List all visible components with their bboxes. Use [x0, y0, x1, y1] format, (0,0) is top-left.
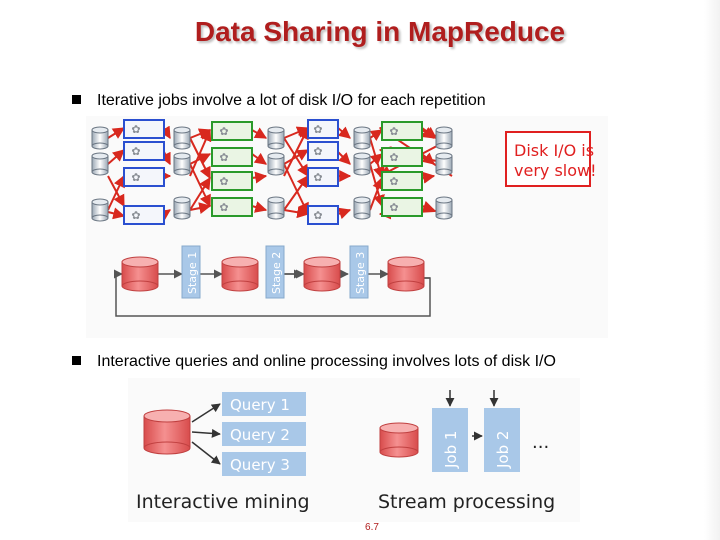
- iterative-diagram: ✿ ✿ ✿ ✿ ✿ ✿ ✿ ✿ ✿ ✿ ✿ ✿ ✿ ✿ ✿ ✿ Disk I/O is very slo…: [91, 119, 597, 317]
- square-bullet-icon: [72, 356, 81, 365]
- svg-text:✿: ✿: [131, 145, 140, 158]
- interactive-queries-figure: Query 1 Query 2 Query 3 Interactive mini…: [128, 378, 580, 522]
- job-1-box: [432, 408, 468, 472]
- job-boxes: Job 1 Job 2: [432, 408, 520, 472]
- page-number: 6.7: [365, 522, 379, 533]
- svg-text:✿: ✿: [131, 209, 140, 222]
- slide-title: Data Sharing in MapReduce: [194, 16, 566, 47]
- disk-icon: [173, 152, 191, 176]
- reduce-task-box: [381, 147, 423, 167]
- svg-text:✿: ✿: [131, 123, 140, 136]
- disk-icon: [267, 126, 285, 150]
- query-2-box: [222, 422, 306, 446]
- stream-processing-caption: Stream processing: [378, 491, 555, 513]
- database-icon: [379, 422, 419, 458]
- stage-3-box: [349, 245, 369, 299]
- stage-1-box: [181, 245, 201, 299]
- ellipsis-label: ...: [532, 432, 549, 453]
- svg-text:✿: ✿: [313, 123, 322, 136]
- disk-icon: [435, 152, 453, 176]
- reduce-task-boxes: [211, 121, 423, 217]
- disk-icon: [91, 198, 109, 222]
- square-bullet-icon: [72, 95, 81, 104]
- map-task-box: [307, 205, 339, 225]
- map-task-box: [307, 167, 339, 187]
- bullet-interactive-text: Interactive queries and online processin…: [97, 353, 556, 370]
- svg-text:✿: ✿: [313, 145, 322, 158]
- reduce-task-box: [381, 121, 423, 141]
- svg-text:✿: ✿: [389, 151, 398, 164]
- disk-io-callout: Disk I/O is very slow!: [505, 131, 597, 187]
- job-2-label: Job 2: [494, 431, 512, 469]
- slide-edge-shadow: [704, 0, 720, 540]
- query-1-label: Query 1: [230, 396, 290, 414]
- disk-icon: [353, 126, 371, 150]
- svg-text:✿: ✿: [389, 125, 398, 138]
- disk-icon: [267, 152, 285, 176]
- disk-icon: [435, 196, 453, 220]
- reduce-task-box: [211, 121, 253, 141]
- interactive-mining-caption: Interactive mining: [136, 491, 310, 513]
- database-icon: [143, 409, 191, 455]
- stage-2-box: [265, 245, 285, 299]
- svg-text:✿: ✿: [131, 171, 140, 184]
- iterative-jobs-figure: ✿ ✿ ✿ ✿ ✿ ✿ ✿ ✿ ✿ ✿ ✿ ✿ ✿ ✿ ✿ ✿ Disk I/O is very slo…: [86, 116, 608, 338]
- query-arrows: [191, 403, 221, 465]
- query-1-box: [222, 392, 306, 416]
- disk-icon: [435, 126, 453, 150]
- database-icon: [303, 256, 341, 292]
- map-task-box: [307, 141, 339, 161]
- interactive-diagram: Query 1 Query 2 Query 3 Interactive mini…: [136, 390, 555, 513]
- bullet-iterative: Iterative jobs involve a lot of disk I/O…: [72, 92, 486, 110]
- reduce-task-box: [211, 147, 253, 167]
- stage-2-label: Stage 2: [270, 252, 283, 294]
- svg-text:✿: ✿: [313, 171, 322, 184]
- query-boxes: Query 1 Query 2 Query 3: [222, 392, 306, 476]
- disk-icon: [267, 196, 285, 220]
- disk-cylinders: [91, 126, 453, 222]
- stage-boxes: Stage 1 Stage 2 Stage 3: [181, 245, 369, 299]
- reduce-task-box: [381, 197, 423, 217]
- stage-1-label: Stage 1: [186, 252, 199, 294]
- job-1-label: Job 1: [442, 431, 460, 469]
- reduce-task-box: [381, 171, 423, 191]
- disk-icon: [353, 152, 371, 176]
- database-icon: [387, 256, 425, 292]
- svg-text:✿: ✿: [219, 175, 228, 188]
- map-task-boxes: [123, 119, 339, 225]
- bullet-iterative-text: Iterative jobs involve a lot of disk I/O…: [97, 92, 486, 109]
- job-2-box: [484, 408, 520, 472]
- reduce-task-box: [211, 171, 253, 191]
- iteration-loop: [113, 269, 431, 317]
- map-task-box: [123, 167, 165, 187]
- reduce-task-box: [211, 197, 253, 217]
- database-icon: [121, 256, 159, 292]
- disk-icon: [173, 126, 191, 150]
- data-store-cylinders: [121, 256, 425, 292]
- query-2-label: Query 2: [230, 426, 290, 444]
- map-task-box: [123, 205, 165, 225]
- query-3-label: Query 3: [230, 456, 290, 474]
- bullet-interactive: Interactive queries and online processin…: [72, 353, 556, 371]
- query-3-box: [222, 452, 306, 476]
- svg-text:✿: ✿: [389, 175, 398, 188]
- callout-line-2: very slow!: [514, 161, 597, 180]
- map-task-box: [307, 119, 339, 139]
- database-icon: [221, 256, 259, 292]
- svg-text:✿: ✿: [313, 209, 322, 222]
- map-task-box: [123, 141, 165, 161]
- stream-arrows: [445, 390, 499, 441]
- svg-text:✿: ✿: [219, 151, 228, 164]
- disk-icon: [173, 196, 191, 220]
- gear-icon: ✿ ✿ ✿ ✿ ✿ ✿ ✿ ✿ ✿ ✿ ✿ ✿ ✿ ✿ ✿ ✿: [131, 123, 398, 222]
- callout-line-1: Disk I/O is: [514, 141, 594, 160]
- disk-icon: [91, 126, 109, 150]
- stage-3-label: Stage 3: [354, 252, 367, 294]
- svg-text:✿: ✿: [219, 201, 228, 214]
- svg-text:✿: ✿: [219, 125, 228, 138]
- svg-text:✿: ✿: [389, 201, 398, 214]
- disk-icon: [353, 196, 371, 220]
- map-task-box: [123, 119, 165, 139]
- disk-icon: [91, 152, 109, 176]
